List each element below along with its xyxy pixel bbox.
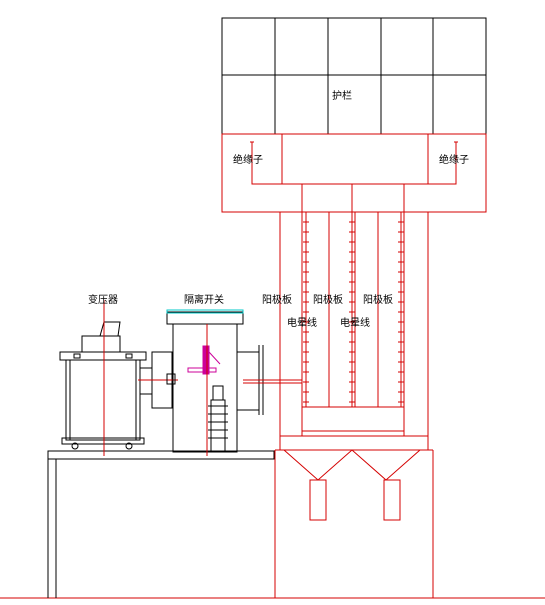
- isolating-switch: [166, 311, 264, 453]
- precipitator-body: [279, 184, 429, 451]
- guardrail-grid: [221, 17, 487, 135]
- guardrail-label: 护栏: [332, 89, 352, 102]
- anode-plate-label-1: 阳极板: [262, 293, 292, 306]
- switch-blade: [187, 345, 221, 375]
- anode-plate-label-3: 阳极板: [363, 293, 393, 306]
- corona-wire-label-1: 电晕线: [287, 316, 317, 329]
- insulator-chamber: [221, 133, 487, 213]
- switch-top-bar: [166, 309, 244, 314]
- insulator-left-label: 绝缘子: [233, 153, 263, 166]
- transformer-label: 变压器: [88, 293, 118, 306]
- anode-plate-label-2: 阳极板: [313, 293, 343, 306]
- insulator-right-label: 绝缘子: [439, 153, 469, 166]
- corona-wire-ticks: [303, 221, 404, 403]
- hoppers: [274, 449, 434, 598]
- switch-centerline: [206, 324, 302, 456]
- transformer: [59, 321, 175, 450]
- platform-table: [47, 450, 275, 598]
- corona-wire-label-2: 电晕线: [340, 316, 370, 329]
- isolating-switch-label: 隔离开关: [184, 293, 224, 306]
